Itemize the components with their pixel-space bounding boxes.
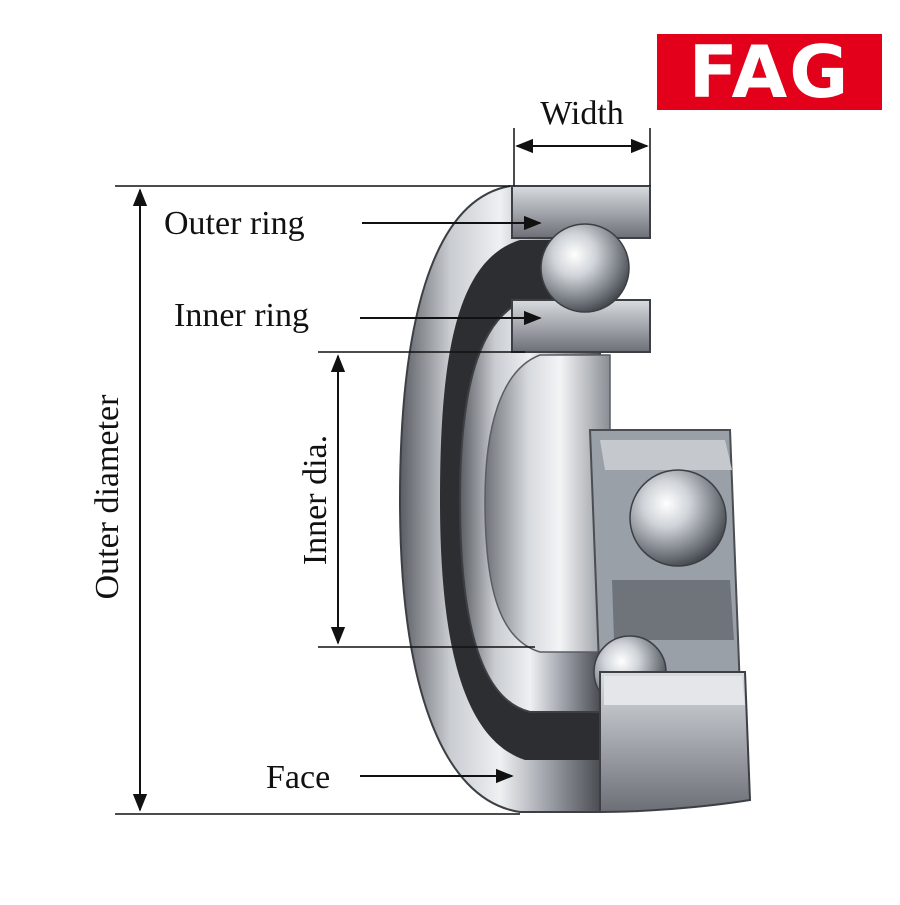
outer-ring-callout: Outer ring — [164, 205, 542, 242]
inner-dia-label: Inner dia. — [297, 435, 334, 565]
inner-ring-label: Inner ring — [174, 297, 309, 334]
bearing-body — [398, 185, 752, 814]
width-dimension: Width — [513, 95, 651, 186]
inner-ring-callout: Inner ring — [174, 297, 542, 334]
inner-dia-dimension: Inner dia. — [297, 351, 535, 648]
face-label: Face — [266, 759, 330, 796]
face-callout: Face — [266, 759, 514, 796]
outer-diameter-dimension: Outer diameter — [89, 185, 520, 815]
outer-diameter-label: Outer diameter — [89, 394, 126, 600]
fag-logo: FAG — [657, 34, 882, 110]
outer-ring-label: Outer ring — [164, 205, 305, 242]
width-label: Width — [540, 95, 624, 132]
